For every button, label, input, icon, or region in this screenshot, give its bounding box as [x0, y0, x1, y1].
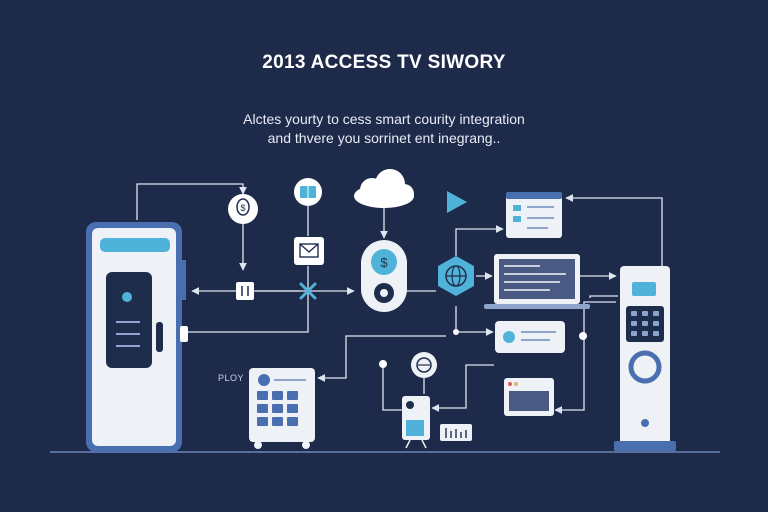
subtitle-line-2: and thvere you sorrinet ent inegrang.. [267, 130, 501, 146]
connector-chat-reader [431, 364, 494, 412]
bar-chart-icon[interactable] [440, 424, 472, 441]
lightbulb-dollar-icon[interactable]: $ [228, 194, 258, 224]
dollar-icon [371, 249, 397, 275]
shield-icon [122, 292, 132, 302]
side-label: PLOY [218, 373, 245, 383]
payment-hub[interactable]: $ [361, 240, 407, 312]
junction-dot-1 [453, 329, 459, 335]
right-terminal[interactable] [614, 266, 676, 451]
connector-terminal-top [565, 194, 663, 270]
play-icon[interactable] [447, 191, 467, 213]
connector-hex-left [317, 335, 446, 382]
diagram-title: 2013 ACCESS TV SIWORY [262, 52, 506, 73]
browser-small-icon[interactable] [504, 378, 554, 416]
connector-laptop-down [554, 301, 616, 414]
junction-dot-3 [379, 360, 387, 368]
globe-hex-icon[interactable] [438, 256, 474, 296]
connector-reader-dot [382, 366, 402, 411]
connector-mail-down [186, 266, 309, 333]
card-reader-icon[interactable] [402, 396, 430, 449]
connector-box-icon [236, 282, 254, 300]
coin-icon[interactable] [411, 352, 437, 378]
access-kiosk[interactable] [86, 222, 188, 452]
browser-window-icon[interactable] [506, 192, 562, 238]
book-icon[interactable] [294, 178, 322, 206]
connector-hex-up [455, 225, 504, 256]
diagram-subtitle: Alctes yourty to cess smart courity inte… [0, 110, 768, 148]
svg-text:$: $ [380, 255, 388, 270]
connectors [136, 183, 663, 414]
junction-dot-2 [579, 332, 587, 340]
message-card-icon[interactable] [495, 321, 565, 353]
connector-hex-down [455, 306, 494, 336]
laptop-icon[interactable] [484, 254, 590, 309]
keypad-panel-icon[interactable] [249, 368, 315, 449]
cross-mark-icon [299, 282, 317, 300]
connector-terminal-mid [589, 295, 618, 298]
connector-kiosk-top [136, 183, 247, 220]
svg-text:$: $ [240, 203, 245, 213]
subtitle-line-1: Alctes yourty to cess smart courity inte… [243, 111, 525, 127]
cloud-icon[interactable] [354, 169, 414, 208]
envelope-icon[interactable] [294, 237, 324, 265]
